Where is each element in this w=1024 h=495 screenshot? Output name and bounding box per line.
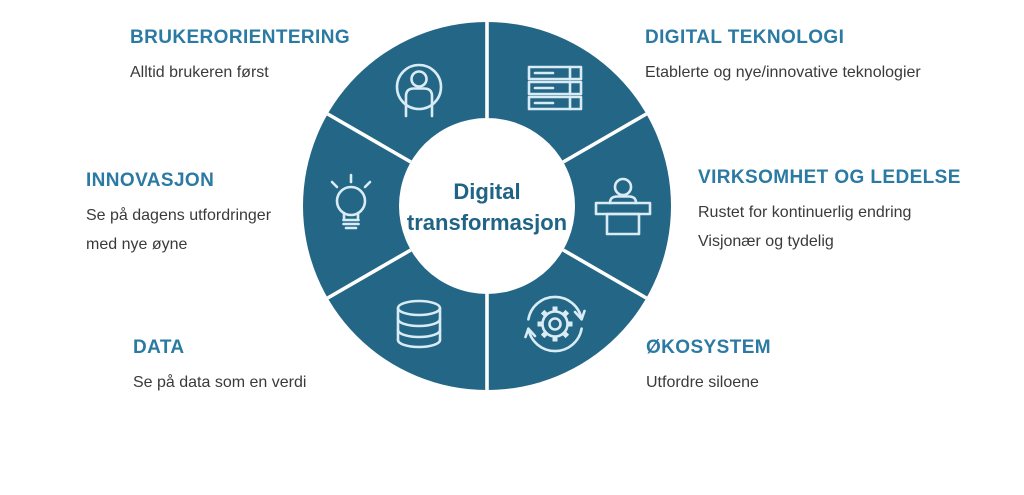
servers-icon bbox=[527, 65, 583, 111]
donut-ring bbox=[303, 22, 671, 390]
segment-description: Etablerte og nye/innovative teknologier bbox=[645, 64, 921, 81]
user-icon bbox=[395, 63, 443, 118]
segment-label-innovasjon: INNOVASJON Se på dagens utfordringer med… bbox=[86, 170, 271, 259]
segment-description: Visjonær og tydelig bbox=[698, 233, 834, 250]
segment-label-brukerorientering: BRUKERORIENTERING Alltid brukeren først bbox=[130, 27, 350, 87]
segment-title: DIGITAL TEKNOLOGI bbox=[645, 27, 845, 48]
segment-title: DATA bbox=[133, 337, 185, 358]
segment-description: Alltid brukeren først bbox=[130, 64, 269, 81]
segment-dividers bbox=[326, 22, 648, 390]
segment-title: ØKOSYSTEM bbox=[646, 337, 772, 358]
segment-description: Se på dagens utfordringer bbox=[86, 207, 272, 224]
segment-title: INNOVASJON bbox=[86, 170, 215, 191]
database-icon bbox=[396, 299, 442, 349]
segment-label-virksomhet-og-ledelse: VIRKSOMHET OG LEDELSE Rustet for kontinu… bbox=[698, 167, 961, 256]
segment-label-data: DATA Se på data som en verdi bbox=[133, 337, 306, 397]
center-title-line2: transformasjon bbox=[406, 210, 568, 235]
speaker-podium-icon bbox=[594, 177, 652, 236]
center-circle bbox=[399, 118, 575, 294]
segment-description: Se på data som en verdi bbox=[133, 374, 307, 391]
segment-description: Utfordre siloene bbox=[646, 374, 759, 391]
segment-title: BRUKERORIENTERING bbox=[130, 27, 351, 48]
segment-label-okosystem: ØKOSYSTEM Utfordre siloene bbox=[646, 337, 771, 397]
lightbulb-icon bbox=[330, 173, 372, 230]
segment-title: VIRKSOMHET OG LEDELSE bbox=[698, 167, 961, 188]
segment-description: Rustet for kontinuerlig endring bbox=[698, 204, 912, 221]
center-title-line1: Digital bbox=[453, 179, 521, 204]
segment-label-digital-teknologi: DIGITAL TEKNOLOGI Etablerte og nye/innov… bbox=[645, 27, 921, 87]
segment-description: med nye øyne bbox=[86, 236, 188, 253]
gear-sync-icon bbox=[524, 295, 586, 353]
center-title: Digital transformasjon bbox=[382, 176, 592, 238]
